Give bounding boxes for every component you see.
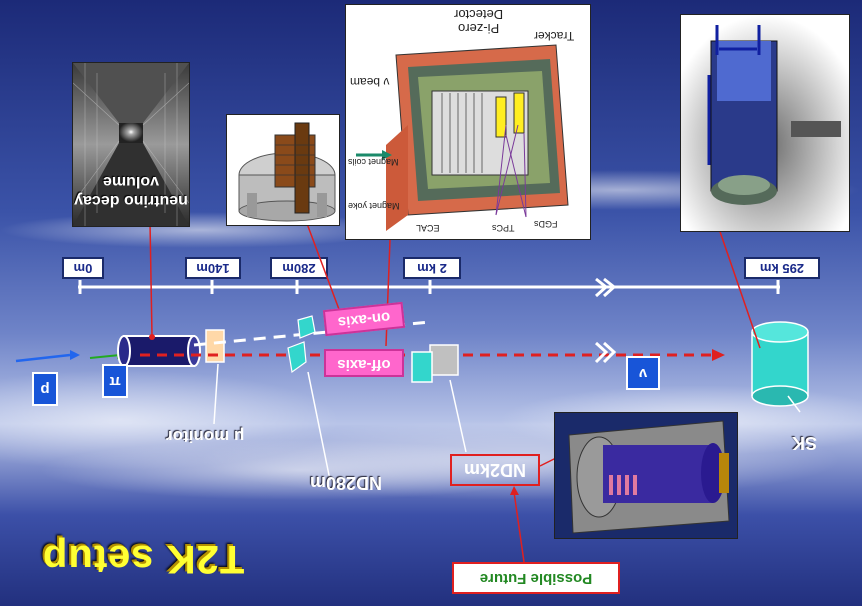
nd280-tracker-label: Tracker xyxy=(534,29,575,43)
super-k-cutaway-image xyxy=(681,15,849,231)
nd280-title-line1: Pi-zero xyxy=(458,21,500,36)
decay-volume-caption-1: neutrino decay xyxy=(74,192,188,209)
off-axis-label: off-axis xyxy=(324,349,404,377)
nd280-detector-drawing: Pi-zero Detector Tracker ν beam Magnet c… xyxy=(345,4,591,240)
decay-pipe xyxy=(117,335,201,367)
nd280-ecal-label: ECAL xyxy=(416,223,440,233)
nd2km-photo xyxy=(554,412,738,539)
nd280-yoke-label: Magnet yoke xyxy=(348,201,400,211)
nd280-title-line2: Detector xyxy=(454,7,504,22)
decay-volume-photo: neutrino decay volume xyxy=(72,62,190,227)
nd2km-detector xyxy=(411,344,459,383)
sk-label: SK xyxy=(792,433,818,453)
decay-volume-caption-2: volume xyxy=(103,173,160,190)
super-k-cylinder xyxy=(751,321,809,407)
super-k-photo xyxy=(680,14,850,232)
nd280-exploded-view xyxy=(356,44,569,231)
nd2km-cutaway-image xyxy=(555,413,737,538)
mu-monitor-label: μ monitor xyxy=(166,427,245,446)
nd2km-label: ND2km xyxy=(450,454,540,486)
target-station-photo xyxy=(226,114,340,226)
possible-future-label: Possible Future xyxy=(452,562,620,594)
tunnel-image xyxy=(73,63,189,226)
neutrino-box: ν xyxy=(626,356,660,390)
nd280-fgds-label: FGDs xyxy=(534,219,558,229)
nd280-detectors xyxy=(287,315,316,374)
proton-box: p xyxy=(32,372,58,406)
nd280-label: ND280m xyxy=(310,473,383,493)
target-station-image xyxy=(238,122,336,222)
nd280-coils-label: Magnet coils xyxy=(348,157,399,167)
nd280-beam-label: ν beam xyxy=(350,75,390,89)
nd280-tpcs-label: TPCs xyxy=(492,223,515,233)
pion-box: π xyxy=(102,364,128,398)
